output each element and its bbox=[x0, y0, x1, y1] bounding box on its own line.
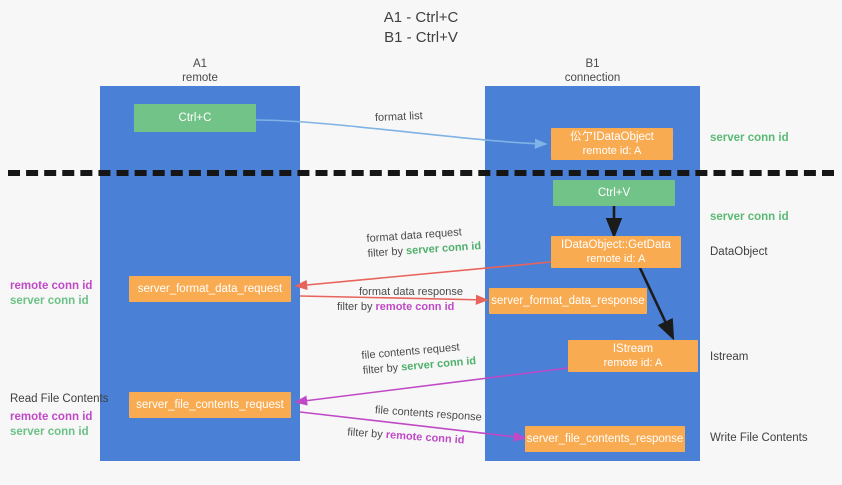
node-idataobject-line1: 伀亇IDataObject bbox=[570, 131, 654, 143]
node-ctrl-c-label: Ctrl+C bbox=[178, 112, 212, 124]
lane-header-b1: B1 connection bbox=[485, 57, 700, 85]
annotation-conn-id-stack-2: remote conn id server conn id bbox=[10, 410, 92, 440]
edge-label-file-contents-request: file contents request filter by server c… bbox=[361, 339, 477, 379]
annotation-server-conn-id-mid: server conn id bbox=[710, 211, 789, 223]
filter-prefix: filter by bbox=[367, 245, 407, 260]
annotation-server-conn-id-2: server conn id bbox=[10, 426, 89, 438]
node-server-format-data-response[interactable]: server_format_data_response bbox=[489, 288, 647, 314]
time-divider bbox=[8, 170, 834, 176]
filter-prefix: filter by bbox=[337, 301, 376, 313]
lane-a1-name: A1 bbox=[192, 58, 208, 70]
annotation-server-conn-id-1: server conn id bbox=[10, 295, 89, 307]
annotation-server-conn-id-top: server conn id bbox=[710, 132, 789, 144]
node-istream[interactable]: IStream remote id: A bbox=[568, 340, 698, 372]
annotation-remote-conn-id-2: remote conn id bbox=[10, 411, 93, 423]
node-idataobject-line2: remote id: A bbox=[582, 145, 642, 157]
filter-prefix: filter by bbox=[362, 361, 402, 377]
node-istream-line1: IStream bbox=[612, 343, 654, 355]
node-server-format-data-response-label: server_format_data_response bbox=[491, 295, 645, 307]
node-ctrl-v[interactable]: Ctrl+V bbox=[553, 180, 675, 206]
node-server-format-data-request-label: server_format_data_request bbox=[137, 283, 283, 295]
node-ctrl-c[interactable]: Ctrl+C bbox=[134, 104, 256, 132]
node-server-file-contents-request[interactable]: server_file_contents_request bbox=[129, 392, 291, 418]
filter-value-server-conn-id: server conn id bbox=[405, 240, 482, 258]
annotation-read-file-contents: Read File Contents bbox=[10, 393, 109, 405]
edge-label-format-data-request: format data request filter by server con… bbox=[366, 224, 482, 262]
title-line-1: A1 - Ctrl+C bbox=[383, 9, 459, 26]
edge-label-format-data-response: format data response filter by remote co… bbox=[337, 285, 463, 315]
lane-b1-name: B1 bbox=[585, 58, 600, 70]
lane-header-a1: A1 remote bbox=[100, 57, 300, 85]
edge-label-format-list-text: format list bbox=[374, 109, 423, 125]
node-istream-line2: remote id: A bbox=[603, 357, 663, 369]
node-ctrl-v-label: Ctrl+V bbox=[597, 187, 631, 199]
annotation-write-file-contents: Write File Contents bbox=[710, 432, 808, 444]
edge-label-format-list: format list bbox=[375, 109, 423, 126]
node-server-file-contents-request-label: server_file_contents_request bbox=[136, 399, 284, 411]
node-getdata-line1: IDataObject::GetData bbox=[561, 239, 671, 251]
edge-label-format-data-response-line1: format data response bbox=[359, 286, 463, 298]
filter-value-remote-conn-id: remote conn id bbox=[375, 301, 455, 313]
node-getdata[interactable]: IDataObject::GetData remote id: A bbox=[551, 236, 681, 268]
node-getdata-line2: remote id: A bbox=[586, 253, 646, 265]
lane-b1-subtitle: connection bbox=[564, 72, 621, 84]
edge-label-file-contents-response: file contents response filter by remote … bbox=[347, 401, 482, 449]
node-server-format-data-request[interactable]: server_format_data_request bbox=[129, 276, 291, 302]
title-line-2: B1 - Ctrl+V bbox=[384, 29, 458, 46]
annotation-dataobject: DataObject bbox=[710, 246, 768, 258]
node-server-file-contents-response[interactable]: server_file_contents_response bbox=[525, 426, 685, 452]
annotation-remote-conn-id-1: remote conn id bbox=[10, 280, 93, 292]
annotation-conn-id-stack-1: remote conn id server conn id bbox=[10, 279, 92, 309]
edge-label-format-data-response-filter: filter by remote conn id bbox=[337, 300, 463, 315]
annotation-istream: Istream bbox=[710, 351, 749, 363]
filter-prefix: filter by bbox=[346, 426, 387, 442]
filter-value-remote-conn-id: remote conn id bbox=[385, 429, 465, 447]
lane-a1-subtitle: remote bbox=[182, 72, 218, 84]
node-idataobject[interactable]: 伀亇IDataObject remote id: A bbox=[551, 128, 673, 160]
node-server-file-contents-response-label: server_file_contents_response bbox=[526, 433, 684, 445]
page-title: A1 - Ctrl+C B1 - Ctrl+V bbox=[0, 8, 842, 48]
